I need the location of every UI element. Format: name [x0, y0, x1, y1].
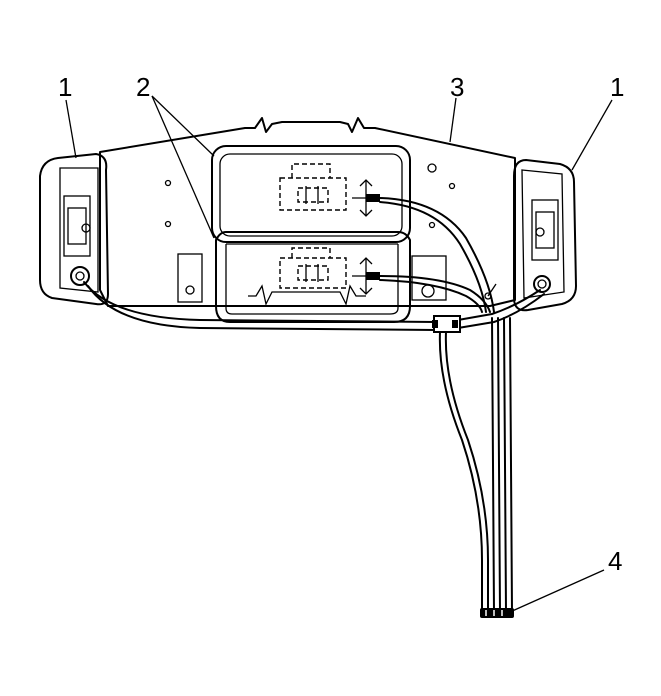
upper-dome-housing — [211, 145, 411, 243]
callout-lamp-right: 1 — [610, 72, 624, 102]
wiring-harness — [83, 197, 545, 618]
upper-bulb-socket — [352, 179, 382, 217]
left-lamp-housing — [39, 153, 109, 306]
callout-dome-housings: 2 — [136, 72, 150, 102]
callout-lamp-left: 1 — [58, 72, 72, 102]
right-lamp-housing — [513, 159, 577, 312]
lower-bulb-socket — [352, 257, 382, 295]
leader-lines — [65, 95, 613, 613]
callout-wiring-harness: 4 — [608, 546, 622, 576]
callout-bracket-panel: 3 — [450, 72, 464, 102]
